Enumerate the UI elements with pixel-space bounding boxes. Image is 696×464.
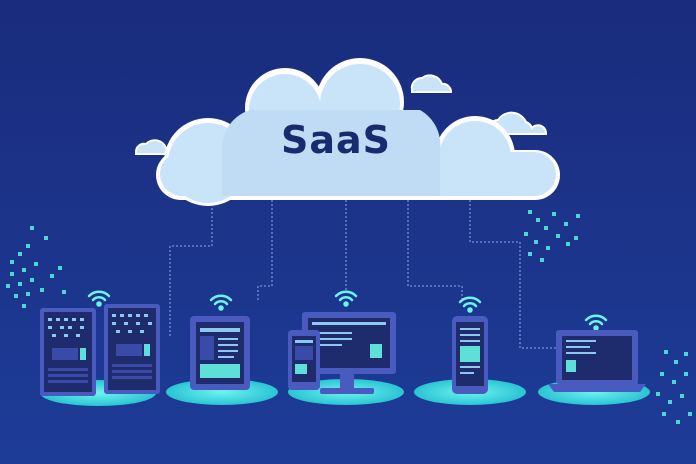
laptop-icon <box>548 330 646 392</box>
pixel-dots-right-top <box>524 210 580 262</box>
monitor-icon <box>302 312 396 394</box>
saas-label: SaaS <box>280 118 392 162</box>
pixel-dots-right-bottom <box>656 350 692 424</box>
server-icon <box>40 304 160 396</box>
connector-lines <box>169 196 558 349</box>
phone-icon <box>288 330 320 390</box>
pixel-dots-left <box>6 226 66 308</box>
phone-icon <box>452 316 488 394</box>
main-cloud <box>156 58 560 206</box>
wifi-icon <box>87 290 608 331</box>
tablet-icon <box>190 316 250 390</box>
